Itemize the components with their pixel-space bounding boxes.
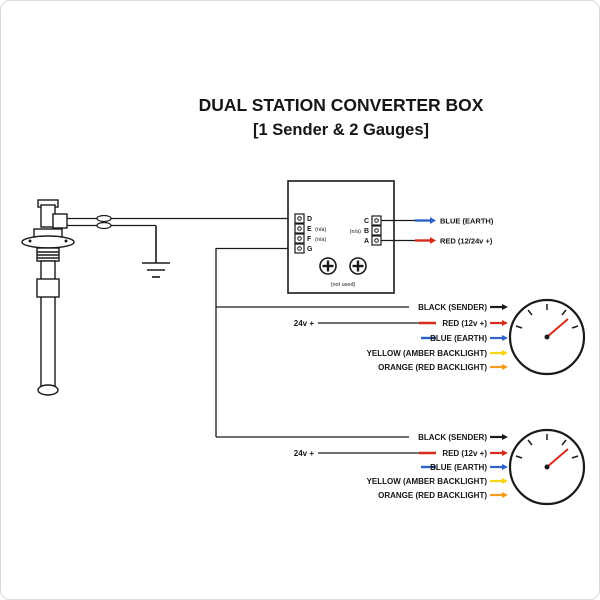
wire-arrowhead [502,320,508,326]
station-2-wiring: BLACK (SENDER) 24v + RED (12v +) BLUE (E… [216,433,508,500]
terminal-label: G [307,246,313,253]
wire-label: BLACK (SENDER) [418,433,487,442]
wire-label: YELLOW (AMBER BACKLIGHT) [367,477,488,486]
wire-row-blue: BLUE (EARTH) [421,463,508,472]
wire-lug [96,221,112,230]
sender-elbow-outlet [52,213,68,229]
gauge-tick [571,455,579,459]
terminal-label: C [364,218,369,225]
terminal-note: (n/a) [350,229,361,235]
box-output-earth: BLUE (EARTH) [381,217,494,226]
wire-row-orange: ORANGE (RED BACKLIGHT) [378,363,508,372]
gauge-needle [546,448,569,468]
gauge-tick [561,309,567,316]
terminal-label: A [364,238,369,245]
wire-arrowhead [502,304,508,310]
gauge-tick [561,439,567,446]
terminal-hole [374,238,379,243]
terminal-square [371,215,382,226]
wire-row-black: BLACK (SENDER) [216,303,508,312]
wire-label: BLUE (EARTH) [440,217,494,226]
station-1-wiring: BLACK (SENDER) 24v + RED (12v +) BLUE (E… [216,303,508,372]
wire-label: RED (12v +) [442,449,487,458]
wire-label: YELLOW (AMBER BACKLIGHT) [367,349,488,358]
terminal-label: D [307,216,312,223]
terminal-square [294,233,305,244]
wire-arrowhead [502,464,508,470]
box-output-power: RED (12/24v +) [381,237,493,246]
sender-wires [67,214,295,230]
wire-lug [96,214,112,223]
sender-band [36,278,60,298]
wire-arrowhead [430,237,436,244]
wire-label: ORANGE (RED BACKLIGHT) [378,363,487,372]
gauge-needle [546,318,569,338]
terminal-hole [297,236,302,241]
terminal-square [371,235,382,246]
wire-row-yellow: YELLOW (AMBER BACKLIGHT) [367,477,508,486]
supply-label: 24v + [294,319,315,328]
wire-row-orange: ORANGE (RED BACKLIGHT) [378,491,508,500]
left-terminal-block: D E (n/a) F (n/a) G [294,213,326,254]
wire-arrowhead [502,350,508,356]
wire-label: ORANGE (RED BACKLIGHT) [378,491,487,500]
gauge-hub [544,334,550,340]
fuel-sender [21,199,75,396]
wire-arrowhead [502,478,508,484]
wire-row-red: 24v + RED (12v +) [294,449,508,458]
sender-feed-line [215,247,295,437]
terminal-hole [297,216,302,221]
gauge-tick [527,439,533,446]
flange-bolt [64,239,68,243]
wire-arrowhead [430,217,436,224]
terminal-label: F [307,236,312,243]
wire-label: RED (12v +) [442,319,487,328]
gauge-tick [515,325,523,329]
terminal-hole [374,228,379,233]
gauge-tick [571,325,579,329]
wire-label: RED (12/24v +) [440,237,493,246]
supply-label: 24v + [294,449,315,458]
right-terminal-block: C B (n/a) A [350,215,382,246]
sender-bottom-cap [37,384,59,396]
gauge-hub [544,464,550,470]
terminal-hole [374,218,379,223]
wire-label: BLUE (EARTH) [430,334,487,343]
terminal-hole [297,246,302,251]
terminal-square [294,243,305,254]
gauge-tick [515,455,523,459]
flange-bolt [28,239,32,243]
wire-arrowhead [502,492,508,498]
wire-arrowhead [502,364,508,370]
wire-arrowhead [502,450,508,456]
terminal-square [294,223,305,234]
wire-row-blue: BLUE (EARTH) [421,334,508,343]
wire-arrowhead [502,434,508,440]
converter-box: D E (n/a) F (n/a) G C B (n/a) A [287,180,395,294]
wire-row-black: BLACK (SENDER) [216,433,508,442]
terminal-hole [297,226,302,231]
title-line-1: DUAL STATION CONVERTER BOX [199,95,484,115]
terminal-label: B [364,228,369,235]
wire-row-yellow: YELLOW (AMBER BACKLIGHT) [367,349,508,358]
terminal-square [294,213,305,224]
terminal-label: E [307,226,312,233]
wire-row-red: 24v + RED (12v +) [294,319,508,328]
gauge-tick [527,309,533,316]
diagram-title: DUAL STATION CONVERTER BOX [1 Sender & 2… [199,95,484,139]
screws-not-used-label: (not used) [331,282,356,288]
ground-symbol [142,225,170,278]
wire-arrowhead [502,335,508,341]
screw-terminals: (not used) [319,257,367,288]
gauge-1 [508,298,586,376]
terminal-note: (n/a) [315,237,326,243]
wire-label: BLUE (EARTH) [430,463,487,472]
terminal-square [371,225,382,236]
title-line-2: [1 Sender & 2 Gauges] [253,121,429,139]
gauge-2 [508,428,586,506]
wire-label: BLACK (SENDER) [418,303,487,312]
terminal-note: (n/a) [315,227,326,233]
